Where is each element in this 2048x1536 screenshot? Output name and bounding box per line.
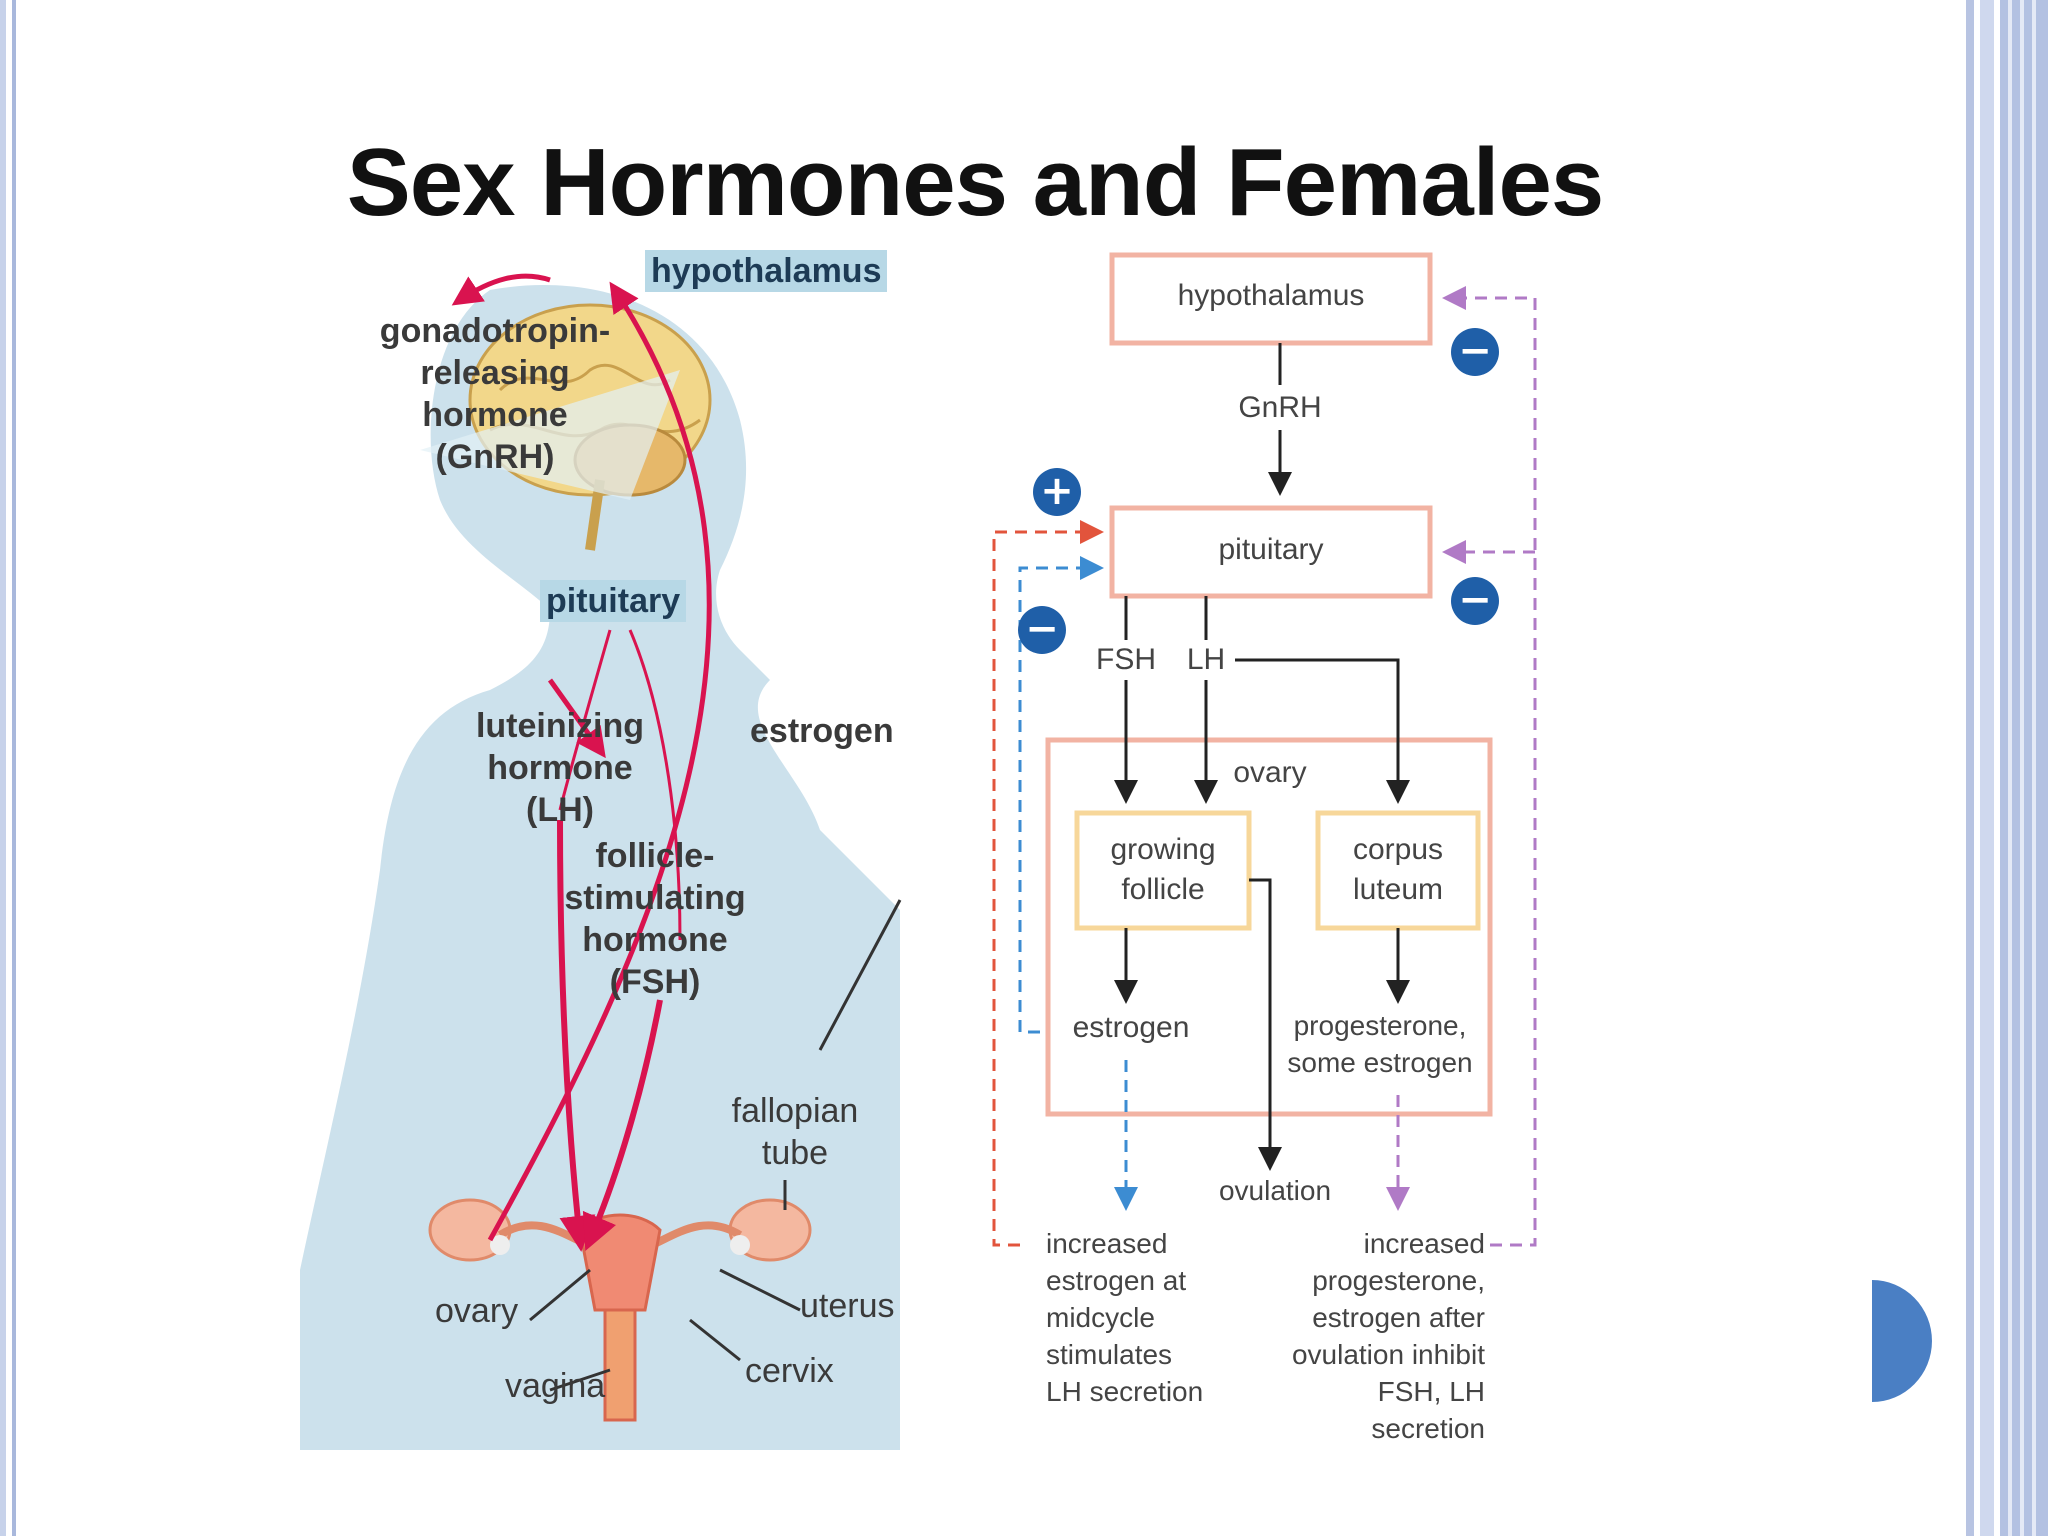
minus-sign-icon-left: −: [1018, 606, 1066, 654]
fsh-arrow: [582, 999, 663, 1252]
flow-progesterone-label: progesterone,some estrogen: [1287, 1010, 1473, 1078]
illus-estrogen-label: estrogen: [750, 712, 894, 750]
illus-pituitary-label: pituitary: [540, 580, 687, 622]
flowchart-lines: [992, 252, 1537, 1247]
flow-gnrh-label: GnRH: [1238, 391, 1322, 424]
slide-title: Sex Hormones and Females: [346, 129, 1604, 236]
plus-sign-icon: +: [1033, 468, 1081, 516]
illus-gnrh-label: gonadotropin-releasing hormone(GnRH): [379, 312, 611, 476]
illus-uterus-label: uterus: [800, 1287, 895, 1325]
illus-ovary-label: ovary: [435, 1292, 519, 1330]
slide-frame-right: [1966, 0, 2048, 1536]
pituitary-box: [1109, 505, 1433, 599]
slide-page-marker: [1872, 1280, 1932, 1402]
lh-arrow: [557, 819, 596, 1252]
illus-cervix-label: cervix: [745, 1352, 834, 1390]
flow-ovulation-label: ovulation: [1218, 1175, 1332, 1206]
minus-sign-icon-right-hypothalamus: −: [1451, 328, 1499, 376]
anatomy-illustration: hypothalamus gonadotropin-releasing horm…: [300, 250, 920, 1450]
minus-sign-icon-right-pituitary: −: [1451, 577, 1499, 625]
flow-hypothalamus-label: hypothalamus: [1177, 279, 1365, 312]
hormone-flowchart: hypothalamus GnRH pituitary FSH LH ovary…: [980, 250, 1560, 1450]
flow-estrogen-label: estrogen: [1072, 1011, 1190, 1044]
flow-pituitary-label: pituitary: [1218, 533, 1324, 566]
illus-hypothalamus-label: hypothalamus: [645, 250, 888, 292]
flow-lh-label: LH: [1186, 643, 1226, 676]
illus-fsh-label: follicle-stimulating hormone(FSH): [564, 837, 746, 1001]
flow-ovary-label: ovary: [1233, 756, 1307, 789]
hypothalamus-box: [1109, 252, 1433, 346]
gnrh-down-arrow: [547, 678, 606, 759]
illus-vagina-label: vagina: [505, 1367, 606, 1405]
flow-fsh-label: FSH: [1096, 643, 1156, 676]
gnrh-arrow: [451, 273, 551, 306]
reproductive-organs-illustration: [428, 1198, 812, 1422]
female-body-silhouette: [300, 285, 900, 1450]
estrogen-arrow: [487, 281, 712, 1242]
growing-follicle-box: [1074, 810, 1252, 931]
body-diagram-art: [300, 273, 902, 1450]
slide-frame-left: [0, 0, 22, 1536]
